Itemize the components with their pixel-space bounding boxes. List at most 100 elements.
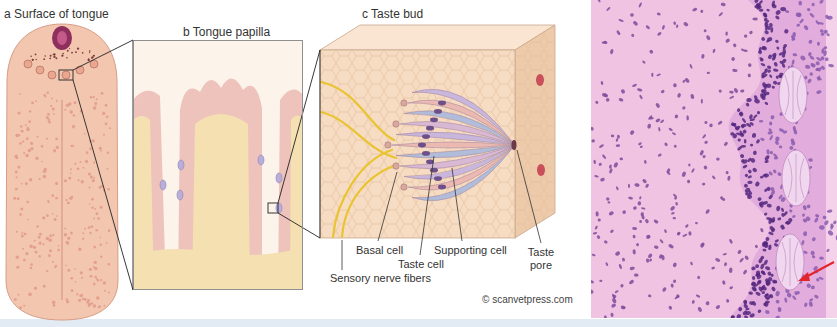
histology-photo-part-part	[802, 213, 806, 217]
tongue-drawing-part-part	[44, 168, 47, 171]
tongue-drawing-part-part	[89, 52, 90, 53]
histology-photo-part-part	[746, 98, 752, 102]
histology-photo-part-part	[724, 262, 728, 267]
histology-photo-part-part	[682, 106, 686, 110]
histology-photo-part-part	[775, 39, 779, 43]
histology-photo-part-part	[815, 277, 820, 282]
tongue-drawing-part-part	[74, 101, 77, 104]
taste-bud-block-part-part	[418, 143, 426, 148]
histology-photo-part-part	[672, 132, 677, 136]
histology-photo-part-part	[765, 280, 771, 286]
tongue-drawing-part-part	[38, 236, 41, 239]
histology-photo-part-part	[691, 300, 695, 305]
histology-photo-part-part	[760, 255, 765, 260]
zoom-connector	[73, 40, 133, 290]
histology-photo-part-part	[702, 183, 706, 186]
tongue-drawing-part-part	[77, 48, 79, 50]
tongue-drawing-part-part	[53, 56, 55, 58]
histology-photo-part-part	[811, 285, 815, 289]
tongue-drawing-part-part	[16, 176, 18, 178]
histology-photo-part-part	[747, 73, 751, 77]
histology-photo-part-part	[649, 49, 654, 54]
tongue-drawing-part-part	[90, 275, 93, 278]
histology-photo-part-part	[759, 203, 764, 208]
histology-photo-part-part	[828, 64, 834, 68]
tongue-drawing-part-part	[52, 213, 54, 215]
histology-photo-part-part	[701, 99, 703, 104]
histology-photo-part-part	[657, 153, 662, 157]
tongue-drawing-part-part	[80, 294, 83, 297]
tongue-drawing-part-part	[23, 259, 26, 262]
histology-photo-part-part	[764, 13, 768, 18]
histology-photo-part-part	[591, 280, 594, 284]
histology-photo-part-part	[674, 114, 679, 119]
tongue-drawing-part-part	[26, 201, 29, 204]
taste-bud-panel: c Taste bud	[318, 4, 563, 240]
histology-photo-part-part	[600, 177, 606, 182]
histology-photo-part-part	[806, 7, 810, 11]
tongue-drawing-part-part	[79, 294, 82, 297]
tongue-drawing-part-part	[95, 229, 98, 232]
histology-photo-part-part	[751, 133, 756, 139]
histology-photo-part-part	[604, 315, 607, 318]
tongue-drawing-part-part	[72, 127, 74, 129]
tongue-drawing-part-part	[48, 71, 56, 79]
tongue-drawing-part-part	[101, 92, 104, 95]
tongue-drawing-part-part	[74, 268, 76, 270]
histology-photo-part-part	[603, 40, 608, 44]
tongue-drawing-part-part	[93, 218, 95, 220]
histology-photo-part-part	[639, 220, 643, 224]
histology-photo-part-part	[645, 25, 650, 30]
histology-photo-part-part	[772, 80, 778, 85]
tongue-drawing-part-part	[90, 225, 93, 228]
histology-photo-part-part	[761, 92, 767, 98]
histology-photo-part-part	[731, 122, 737, 126]
histology-photo-part-part	[730, 132, 735, 136]
tongue-drawing-part-part	[88, 186, 90, 188]
histology-photo-part-part	[818, 22, 824, 25]
histology-photo-part-part	[704, 121, 707, 124]
histology-photo-part-part	[809, 12, 815, 18]
histology-photo-part-part	[819, 256, 824, 259]
tongue-drawing-part-part	[82, 298, 84, 300]
tongue-drawing-part-part	[33, 246, 36, 249]
histology-photo-part-part	[786, 292, 792, 298]
tongue-drawing-part-part	[30, 267, 33, 270]
tongue-drawing-part-part	[55, 138, 58, 141]
histology-photo-part-part	[825, 57, 829, 61]
histology-photo-part-part	[704, 140, 708, 144]
papilla-drawing	[133, 40, 303, 290]
tongue-drawing-part-part	[66, 300, 69, 303]
histology-photo-part-part	[816, 90, 822, 95]
taste-bud-block-part-part	[321, 82, 394, 140]
tongue-drawing-part-part	[100, 256, 102, 258]
tongue-drawing-part-part	[77, 167, 79, 169]
histology-photo-part-part	[759, 120, 763, 123]
histology-photo-part-part	[763, 301, 769, 307]
histology-photo-part-part	[792, 215, 796, 218]
histology-photo-part-part	[676, 24, 679, 28]
histology-photo-part-part	[826, 248, 830, 252]
histology-photo-part-part	[760, 284, 766, 290]
histology-photo-part-part	[748, 114, 753, 120]
tongue-drawing-part-part	[30, 142, 33, 145]
histology-photo-part-part	[773, 62, 778, 68]
taste-bud-block-part-part	[434, 176, 442, 181]
histology-photo-part-part	[809, 298, 814, 302]
histology-photo-part-part	[809, 72, 813, 76]
histology-photo-part-part	[659, 239, 664, 244]
histology-photo-part-part	[774, 140, 780, 146]
histology-photo-part-part	[602, 154, 607, 160]
tongue-drawing-part-part	[68, 177, 71, 180]
histology-photo-part-part	[597, 0, 601, 3]
tongue-drawing-part-part	[44, 95, 46, 97]
histology-photo-part-part	[776, 234, 804, 290]
histology-photo-part-part	[731, 57, 736, 62]
histology-photo-part-part	[775, 9, 782, 16]
histology-photo-part-part	[593, 160, 596, 165]
histology-photo-part-part	[706, 71, 710, 74]
histology-photo-part-part	[760, 62, 765, 66]
histology-photo-part-part	[729, 267, 733, 273]
papilla-drawing-part-part	[276, 203, 282, 213]
histology-photo-part-part	[789, 145, 794, 150]
